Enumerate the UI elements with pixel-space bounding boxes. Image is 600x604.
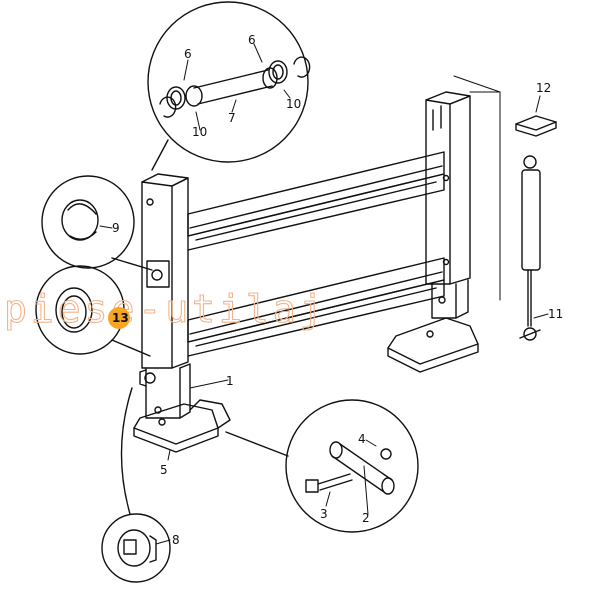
- callout-12: 12: [536, 81, 551, 95]
- upper-crossbar: [187, 151, 445, 251]
- lower-leg: [139, 363, 191, 419]
- right-foot-plate: [387, 317, 479, 373]
- callout-6b: 6: [248, 33, 256, 47]
- callout-10a: 10: [192, 125, 207, 139]
- callout-9: 9: [112, 221, 120, 235]
- callout-6a: 6: [184, 47, 192, 61]
- callout-3: 3: [320, 507, 328, 521]
- pad: [515, 115, 557, 137]
- foot-plate: [133, 399, 231, 453]
- gas-strut: [519, 155, 541, 341]
- detail-circle-pin: [147, 1, 311, 171]
- callout-5: 5: [160, 463, 168, 477]
- callout-8: 8: [172, 533, 180, 547]
- watermark-text: piese-utilaj: [4, 287, 327, 331]
- callout-2: 2: [362, 511, 370, 525]
- callout-13: 13: [112, 311, 129, 325]
- leader-lines: [99, 43, 549, 545]
- right-post: [425, 91, 471, 319]
- detail-circle-plug-8: [101, 387, 171, 583]
- left-post: [141, 173, 189, 369]
- callout-1: 1: [226, 374, 234, 388]
- detail-circle-pin-2: [225, 399, 419, 533]
- detail-circle-cap: [41, 175, 153, 271]
- callout-10b: 10: [286, 97, 301, 111]
- callout-4: 4: [358, 432, 366, 446]
- callout-11: 11: [548, 307, 563, 321]
- highlight-marker: [108, 307, 130, 329]
- callout-7: 7: [228, 111, 236, 125]
- background-outline: [453, 75, 501, 301]
- lower-crossbar: [187, 257, 445, 357]
